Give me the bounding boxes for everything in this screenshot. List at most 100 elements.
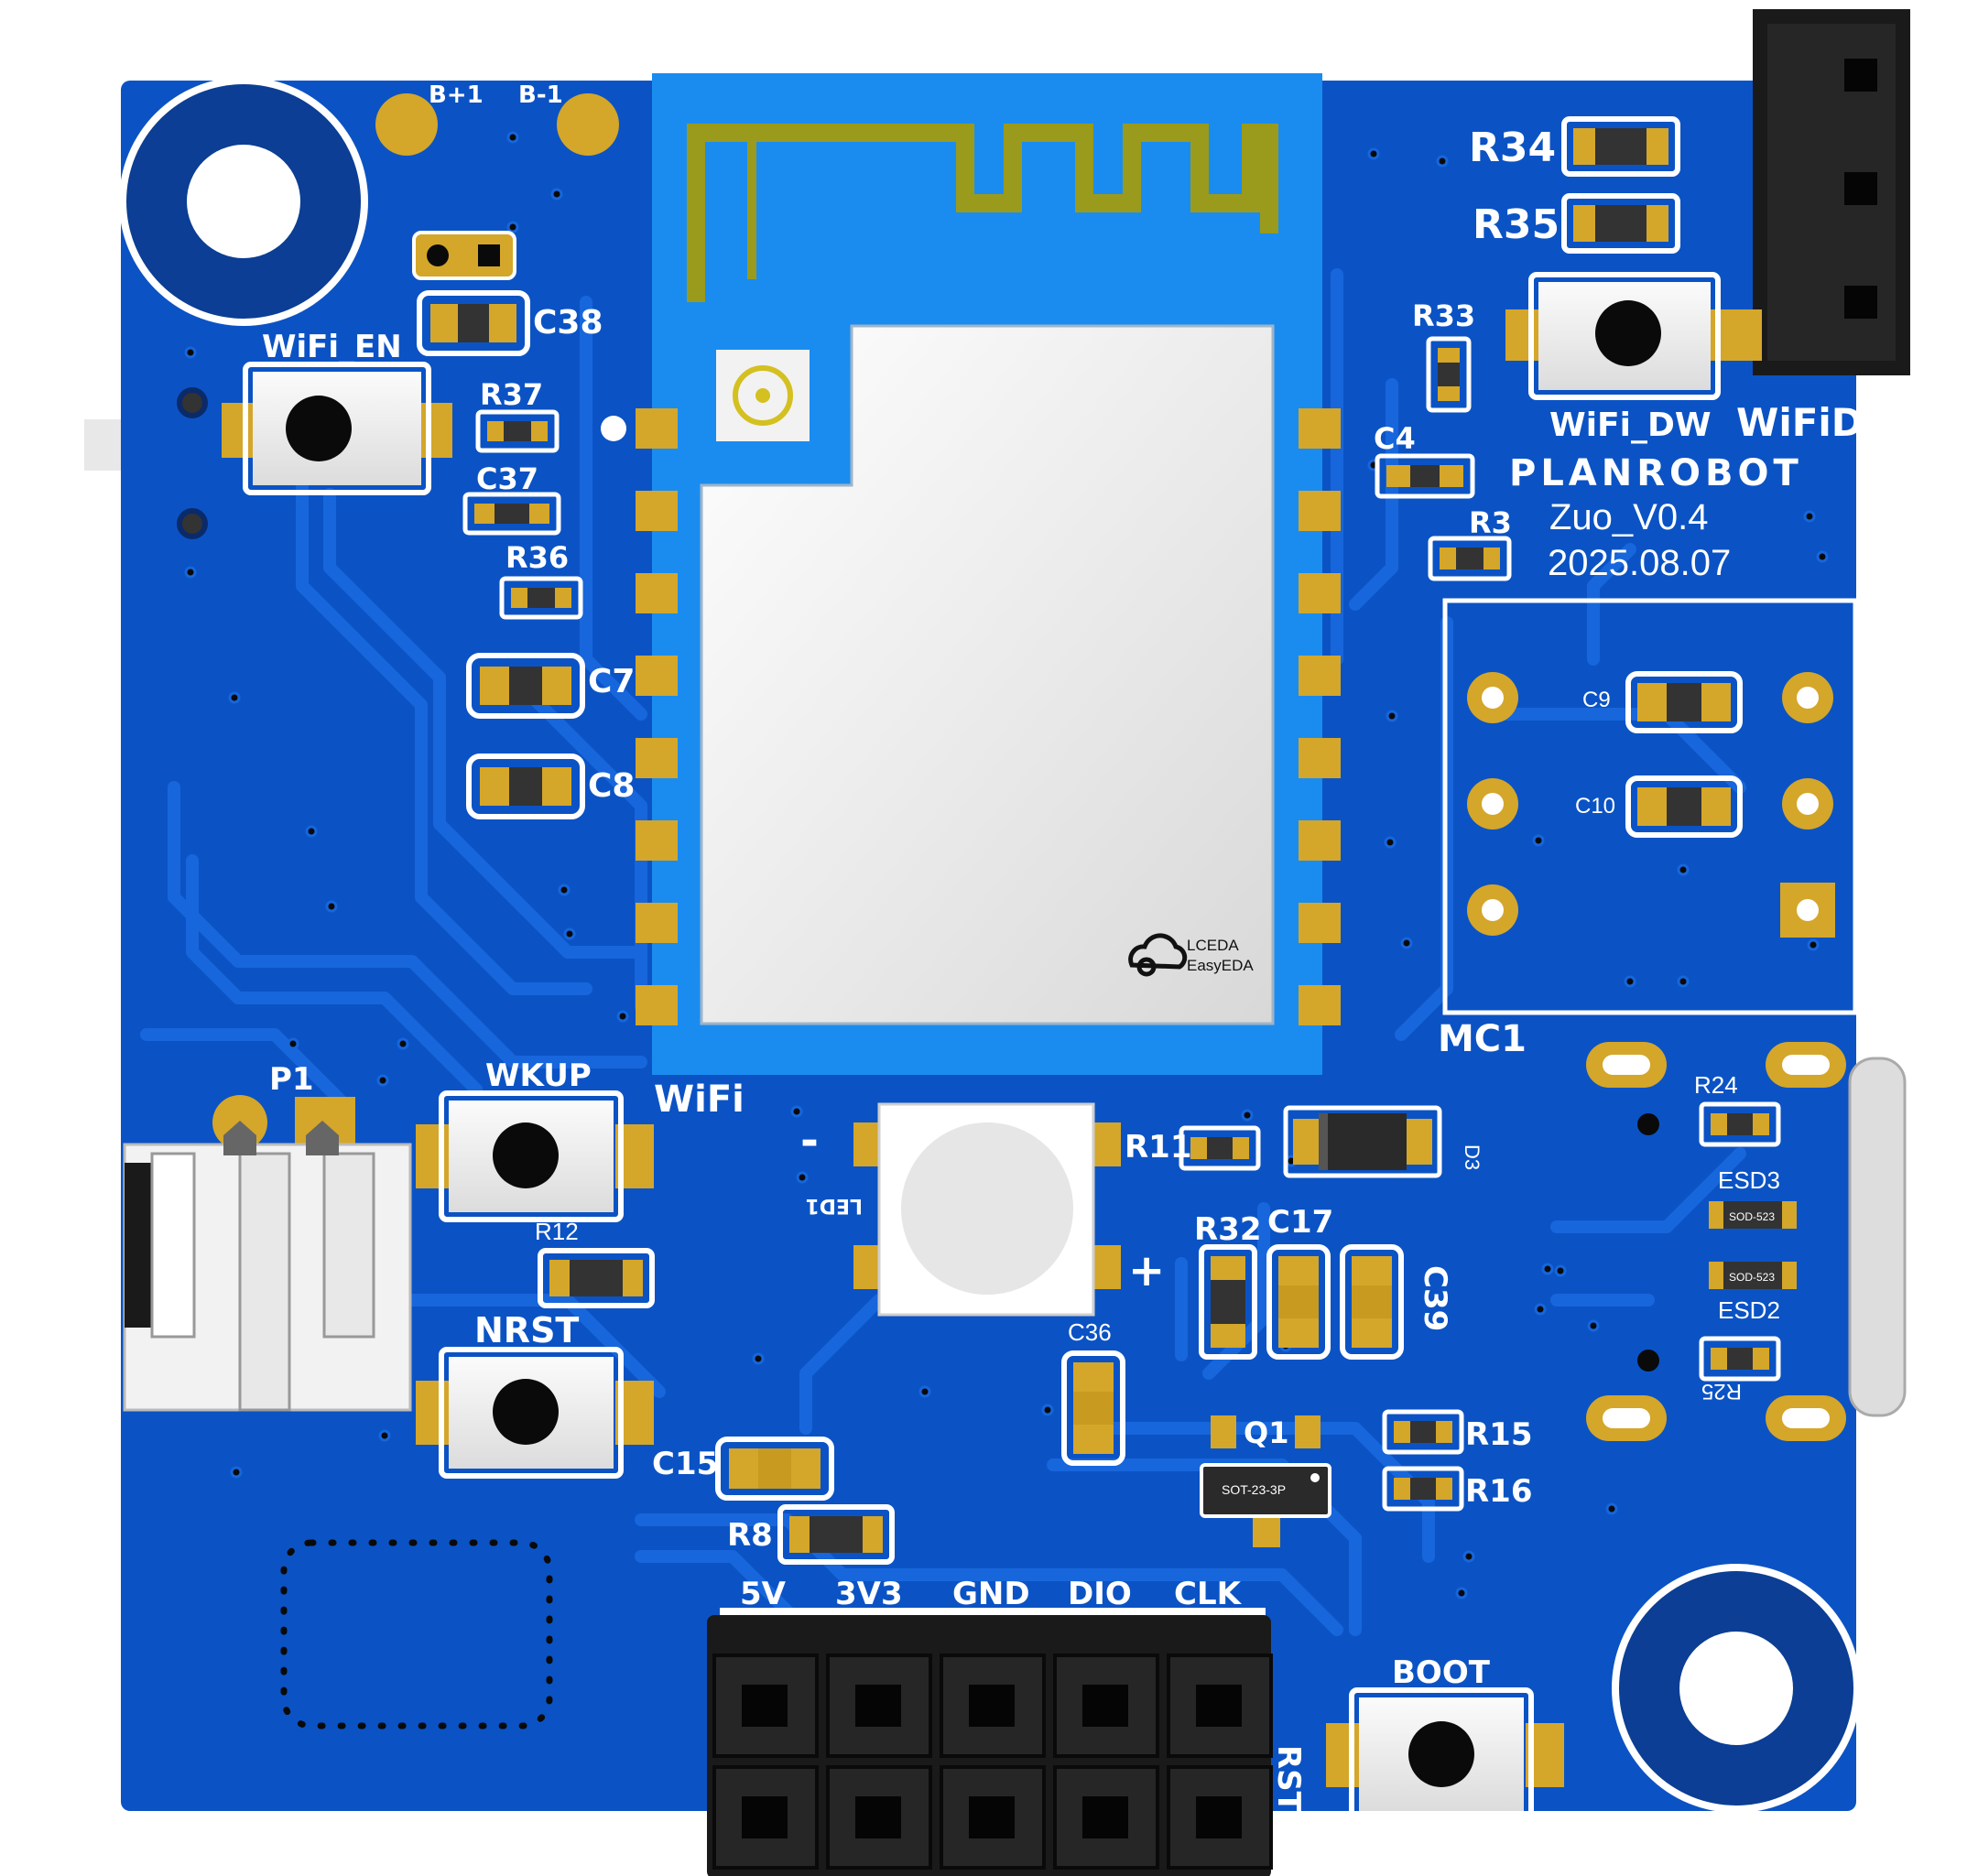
smd-r15 xyxy=(1382,1409,1464,1455)
label-led1: LED1 xyxy=(805,1194,863,1217)
smd-r37 xyxy=(475,409,560,453)
module-pads xyxy=(636,408,1341,1025)
smd-c9 xyxy=(1625,671,1743,733)
label-c10: C10 xyxy=(1575,794,1615,819)
label-r33: R33 xyxy=(1412,298,1475,333)
label-r25: R25 xyxy=(1701,1379,1742,1404)
battery-pad-plus xyxy=(375,93,438,156)
brand-planrobot: PLANROBOT xyxy=(1509,452,1803,494)
label-wifi: WiFi xyxy=(654,1079,744,1121)
smd-c17 xyxy=(1266,1244,1331,1360)
logo-lceda: LCEDA xyxy=(1187,937,1239,954)
label-wifid: WiFiD xyxy=(1736,400,1864,445)
esd3-diode: SOD-523 xyxy=(1709,1201,1797,1229)
wifi-dw-button[interactable] xyxy=(1505,272,1762,400)
smd-r16 xyxy=(1382,1466,1464,1512)
esd2-package-label: SOD-523 xyxy=(1729,1271,1775,1284)
led-dot-2 xyxy=(177,508,208,539)
smd-c39 xyxy=(1340,1244,1404,1360)
wkup-button[interactable] xyxy=(416,1090,654,1222)
esd3-package-label: SOD-523 xyxy=(1729,1210,1775,1223)
label-c36: C36 xyxy=(1068,1318,1112,1346)
label-c39: C39 xyxy=(1417,1265,1453,1331)
logo-easyeda: EasyEDA xyxy=(1187,957,1254,974)
side-switch-tab xyxy=(84,419,121,471)
boot-button[interactable] xyxy=(1326,1687,1564,1821)
esd2-diode: SOD-523 xyxy=(1709,1262,1797,1289)
q1-package-label: SOT-23-3P xyxy=(1222,1482,1286,1497)
smd-r32 xyxy=(1199,1244,1257,1360)
wifi-module xyxy=(652,73,1322,1075)
battery-pad-minus xyxy=(557,93,619,156)
label-wkup: WKUP xyxy=(485,1057,592,1094)
header-pin-label-dio: DIO xyxy=(1068,1576,1132,1612)
header-pin-label-clk: CLK xyxy=(1174,1576,1243,1612)
smd-c8 xyxy=(466,754,585,819)
two-pin-pad xyxy=(412,231,516,280)
label-b-minus: B-1 xyxy=(518,81,563,109)
label-p1: P1 xyxy=(269,1061,314,1098)
label-r15: R15 xyxy=(1465,1416,1533,1453)
pin1-dot xyxy=(601,416,626,441)
smd-r35 xyxy=(1561,193,1680,254)
label-c7: C7 xyxy=(588,663,635,700)
wifid-connector xyxy=(1753,9,1910,375)
smd-r11 xyxy=(1179,1125,1261,1171)
label-r16: R16 xyxy=(1465,1473,1533,1510)
smd-r25 xyxy=(1699,1336,1781,1382)
led1-rgb xyxy=(853,1102,1121,1317)
label-r12: R12 xyxy=(535,1218,579,1245)
p1-connector xyxy=(123,1095,412,1412)
smd-r8 xyxy=(777,1504,895,1565)
label-d3: D3 xyxy=(1461,1144,1484,1170)
smd-c15 xyxy=(715,1437,834,1501)
nrst-button[interactable] xyxy=(416,1347,654,1479)
label-mc1: MC1 xyxy=(1438,1018,1527,1060)
mounting-hole-bottom-right xyxy=(1612,1564,1861,1813)
led-plus: + xyxy=(1128,1245,1165,1296)
label-c15: C15 xyxy=(652,1446,718,1482)
label-nrst: NRST xyxy=(474,1310,579,1350)
label-boot: BOOT xyxy=(1392,1654,1491,1691)
header-pin-label-3v3: 3V3 xyxy=(835,1576,903,1612)
label-r34: R34 xyxy=(1469,125,1556,171)
transistor-q1: SOT-23-3P xyxy=(1200,1415,1331,1547)
label-r32: R32 xyxy=(1194,1211,1262,1248)
board-version: Zuo_V0.4 xyxy=(1549,497,1708,537)
label-r3: R3 xyxy=(1469,505,1512,540)
label-wifi-dw: WiFi_DW xyxy=(1549,407,1712,444)
led-minus: - xyxy=(800,1115,819,1166)
header-pin-label-5v: 5V xyxy=(740,1576,787,1612)
label-wifi-en: WiFi_EN xyxy=(262,329,402,365)
label-r24: R24 xyxy=(1694,1071,1738,1099)
smd-c36 xyxy=(1061,1350,1125,1466)
label-c38: C38 xyxy=(533,304,603,342)
pin-header-2x5 xyxy=(707,1608,1273,1876)
smd-r12 xyxy=(538,1248,655,1308)
smd-c7 xyxy=(466,653,585,719)
mc1-module xyxy=(1442,598,1858,1015)
label-c8: C8 xyxy=(588,767,635,805)
label-c37: C37 xyxy=(476,461,538,496)
easyeda-cloud-icon xyxy=(1128,933,1188,977)
label-r37: R37 xyxy=(480,377,543,412)
wifi-en-button[interactable] xyxy=(222,362,452,495)
header-pin-label-gnd: GND xyxy=(952,1576,1030,1612)
label-c17: C17 xyxy=(1267,1204,1333,1241)
usb-c-connector xyxy=(1586,1042,1907,1441)
smd-r3 xyxy=(1428,536,1512,581)
label-r8: R8 xyxy=(727,1517,773,1554)
label-q1: Q1 xyxy=(1244,1415,1288,1450)
smd-r24 xyxy=(1699,1101,1781,1147)
diode-d3 xyxy=(1283,1105,1442,1178)
label-rst: RST xyxy=(1270,1745,1307,1814)
smd-r34 xyxy=(1561,116,1680,177)
label-r35: R35 xyxy=(1473,201,1560,248)
smd-r33 xyxy=(1426,336,1472,413)
label-c9: C9 xyxy=(1582,688,1611,712)
label-r11: R11 xyxy=(1125,1129,1192,1166)
smd-c10 xyxy=(1625,775,1743,838)
smd-c38 xyxy=(417,290,530,356)
label-r36: R36 xyxy=(505,540,569,575)
